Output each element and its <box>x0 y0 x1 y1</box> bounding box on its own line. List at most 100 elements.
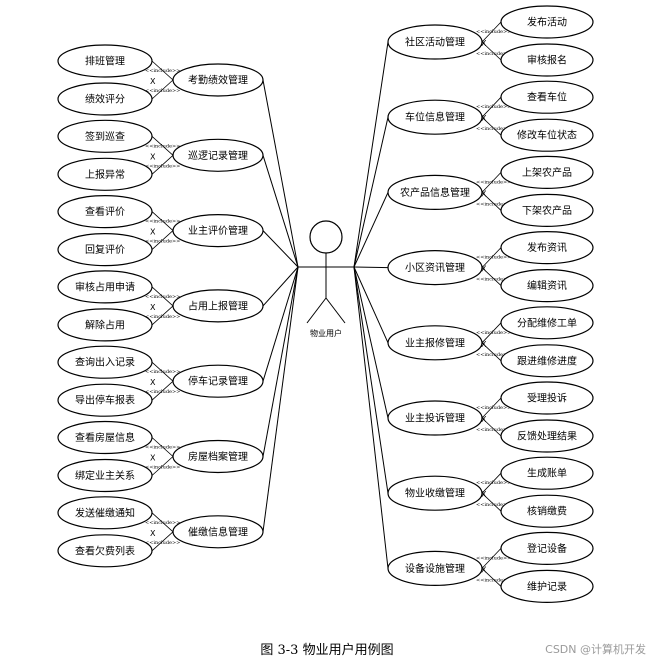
usecase-right-main-7-label: 设备设施管理 <box>405 562 465 575</box>
usecase-left-sub-3-0-shape <box>57 270 153 304</box>
actor-right-leg <box>325 297 346 324</box>
usecase-left-sub-3-1-label: 解除占用 <box>85 318 125 331</box>
include-label-left-1-a: <<include>> <box>145 143 180 149</box>
actor-head <box>309 220 343 254</box>
actor-link-right-0 <box>353 41 389 268</box>
usecase-right-sub-3-0-shape <box>500 231 594 265</box>
include-line-right-5-a <box>481 397 502 419</box>
include-label-right-1-a: <<include>> <box>476 104 511 110</box>
include-arrow-left-1: X <box>150 152 156 161</box>
usecase-left-sub-4-0-label: 查询出入记录 <box>75 356 135 369</box>
actor: 物业用户 <box>298 220 354 338</box>
include-line-right-4-a <box>481 322 502 344</box>
usecase-right-sub-3-1-shape <box>500 269 594 303</box>
actor-link-right-7 <box>353 266 389 569</box>
usecase-right-sub-7-0: 登记设备 <box>500 531 594 566</box>
actor-link-left-3 <box>262 266 299 307</box>
usecase-left-main-5: 房屋档案管理 <box>172 439 264 474</box>
include-label-right-5-b: <<include>> <box>476 427 511 433</box>
usecase-left-sub-5-1-label: 绑定业主关系 <box>75 469 135 482</box>
usecase-left-main-6-shape <box>172 515 264 549</box>
usecase-right-sub-1-1-shape <box>500 118 594 152</box>
usecase-left-sub-2-0: 查看评价 <box>57 195 153 229</box>
actor-link-right-1 <box>353 117 389 268</box>
include-label-right-3-b: <<include>> <box>476 277 511 283</box>
include-line-left-5-a <box>151 437 174 457</box>
include-arrow-left-5: X <box>150 454 156 463</box>
include-arrow-left-3: X <box>150 303 156 312</box>
usecase-right-sub-6-0-label: 生成账单 <box>527 467 567 480</box>
include-label-left-5-b: <<include>> <box>145 465 180 471</box>
watermark: CSDN @计算机开发 <box>545 643 646 656</box>
include-arrow-right-6: X <box>481 490 487 499</box>
usecase-right-sub-5-0: 受理投诉 <box>500 381 594 415</box>
usecase-left-main-3: 占用上报管理 <box>172 289 264 323</box>
usecase-left-sub-5-1: 绑定业主关系 <box>57 458 153 493</box>
usecase-left-sub-0-1-shape <box>57 82 153 116</box>
connection-lines: <<include>> <<include>> X <<include>> <<incl… <box>145 21 511 587</box>
usecase-left-sub-5-0-label: 查看房屋信息 <box>75 431 135 444</box>
include-label-right-6-a: <<include>> <box>476 480 511 486</box>
usecase-left-sub-4-0-shape <box>57 345 153 379</box>
usecase-right-sub-2-0-shape <box>500 155 594 189</box>
usecase-right-sub-1-0-shape <box>500 80 594 114</box>
include-arrow-right-7: X <box>481 565 487 574</box>
usecase-right-sub-0-0-shape <box>500 5 594 39</box>
actor-link-right-6 <box>353 266 389 494</box>
usecase-left-sub-6-0-label: 发送催缴通知 <box>75 506 135 519</box>
usecase-right-main-5-shape <box>387 400 483 436</box>
include-line-left-2-a <box>151 211 174 231</box>
usecase-left-sub-2-0-shape <box>57 195 153 229</box>
include-line-right-6-a <box>481 472 502 494</box>
usecase-left-main-0-shape <box>172 63 264 97</box>
include-line-left-6-b <box>151 531 174 552</box>
usecase-right-sub-4-1: 跟进维修进度 <box>500 344 594 378</box>
actor-link-left-2 <box>262 230 299 268</box>
usecase-left-sub-5-0-shape <box>57 420 153 455</box>
usecase-right-sub-4-1-shape <box>500 344 594 378</box>
usecase-right-sub-5-1: 反馈处理结果 <box>500 419 594 453</box>
include-line-left-1-b <box>151 155 174 175</box>
usecase-left-sub-1-1-shape <box>57 157 153 191</box>
include-line-left-6-a <box>151 512 174 533</box>
include-label-right-2-a: <<include>> <box>476 179 511 185</box>
usecase-right-sub-1-0-label: 查看车位 <box>527 91 567 104</box>
usecase-right-sub-6-1-shape <box>500 494 594 528</box>
usecase-left-sub-3-0-label: 审核占用申请 <box>75 280 135 293</box>
usecase-left-main-2-label: 业主评价管理 <box>188 224 248 237</box>
include-line-right-1-b <box>481 116 502 136</box>
usecase-right-main-4-shape <box>387 325 483 361</box>
usecase-right-sub-6-0-shape <box>500 456 594 490</box>
figure-caption: 图 3-3 物业用户用例图 <box>260 643 394 658</box>
usecase-left-sub-4-0: 查询出入记录 <box>57 345 153 379</box>
include-line-left-1-a <box>151 136 174 156</box>
include-label-right-7-b: <<include>> <box>476 577 511 583</box>
usecase-right-main-0-shape <box>387 24 483 60</box>
include-arrow-right-0: X <box>481 39 487 48</box>
include-label-left-3-a: <<include>> <box>145 294 180 300</box>
usecase-right-sub-6-1: 核销缴费 <box>500 494 594 528</box>
usecase-right-sub-0-1-label: 审核报名 <box>527 54 567 67</box>
usecase-left-main-2-shape <box>172 214 264 248</box>
usecase-left-main-1-label: 巡逻记录管理 <box>188 149 248 162</box>
include-label-left-4-a: <<include>> <box>145 369 180 375</box>
include-arrow-left-0: X <box>150 77 156 86</box>
include-label-right-2-b: <<include>> <box>476 201 511 207</box>
usecase-right-sub-5-1-shape <box>500 419 594 453</box>
usecase-right-sub-4-0-label: 分配维修工单 <box>517 316 577 329</box>
actor-link-left-1 <box>262 155 299 268</box>
usecase-right-main-4-label: 业主报修管理 <box>405 336 465 349</box>
usecase-right-sub-7-1-shape <box>500 569 594 604</box>
include-arrow-left-4: X <box>150 378 156 387</box>
usecase-right-sub-0-0: 发布活动 <box>500 5 594 39</box>
usecase-left-main-5-shape <box>172 439 264 474</box>
usecase-right-sub-3-1-label: 编辑资讯 <box>527 279 567 292</box>
usecase-right-main-0-label: 社区活动管理 <box>405 36 465 49</box>
usecase-right-sub-3-0-label: 发布资讯 <box>527 241 567 254</box>
include-line-left-5-b <box>151 456 174 476</box>
usecase-right-sub-7-0-shape <box>500 531 594 566</box>
usecase-right-main-6-shape <box>387 475 483 511</box>
usecase-right-sub-4-0: 分配维修工单 <box>500 306 594 340</box>
usecase-left-sub-1-0-label: 签到巡查 <box>85 130 125 143</box>
